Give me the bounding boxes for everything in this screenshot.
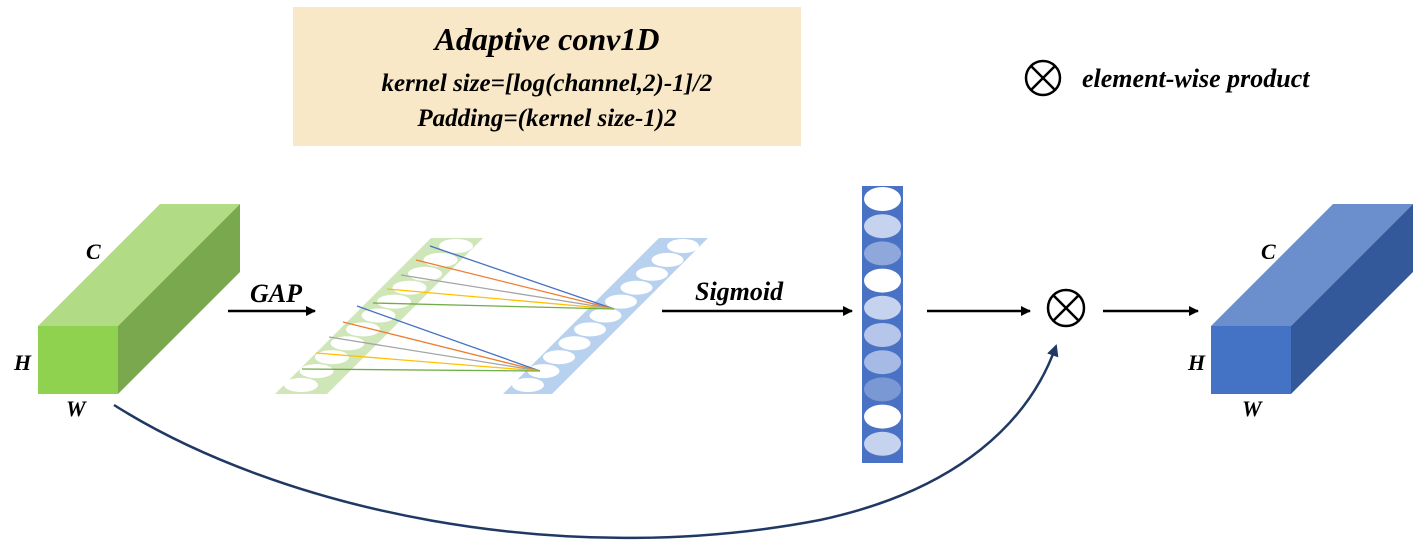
conv-output-node	[636, 266, 668, 281]
conv-output-node	[527, 364, 560, 379]
attention-cell	[864, 377, 901, 402]
kernel-connection-line	[415, 259, 615, 310]
output-w-label: W	[1242, 396, 1263, 421]
input-h-label: H	[13, 350, 32, 375]
attention-cell	[864, 350, 901, 375]
kernel-connection-line	[372, 302, 615, 310]
attention-cell	[864, 431, 901, 456]
output-tensor-top	[1211, 204, 1413, 326]
gap-label: GAP	[250, 279, 303, 308]
conv-input-node	[439, 239, 473, 253]
adaptive-conv1d-banner: Adaptive conv1D kernel size=[log(channel…	[293, 7, 801, 146]
attention-cell	[864, 323, 901, 347]
product-operator	[1046, 288, 1086, 328]
conv-input-node	[315, 350, 349, 365]
conv-output-node	[651, 252, 684, 267]
conv-input-node	[423, 252, 458, 267]
kernel-connection-line	[342, 321, 541, 372]
conv-input-node	[284, 378, 318, 392]
attention-cell	[864, 214, 901, 239]
input-c-label: C	[86, 239, 101, 264]
kernel-connection-line	[429, 245, 615, 310]
conv-input-node	[330, 336, 365, 351]
kernel-connection-line	[386, 288, 615, 310]
conv-output-node	[574, 322, 606, 337]
output-h-label: H	[1187, 350, 1206, 375]
legend: element-wise product	[1024, 59, 1310, 97]
attention-cell	[864, 241, 901, 266]
conv-input-node	[346, 322, 380, 337]
output-tensor-side	[1291, 204, 1413, 394]
input-w-label: W	[66, 396, 87, 421]
input-tensor: C H W	[13, 204, 240, 421]
output-tensor-front	[1211, 326, 1291, 394]
kernel-connection-line	[356, 305, 541, 372]
conv-input-node	[299, 364, 334, 379]
banner-title: Adaptive conv1D	[434, 21, 660, 57]
attention-cell	[864, 295, 901, 320]
input-tensor-top	[38, 204, 240, 326]
conv-output-node	[558, 336, 591, 351]
conv-output-node	[605, 294, 637, 309]
conv-output-node	[620, 280, 653, 295]
sigmoid-label: Sigmoid	[695, 277, 784, 306]
output-c-label: C	[1261, 239, 1276, 264]
kernel-connection-line	[328, 336, 541, 372]
conv-output-node	[512, 378, 544, 392]
banner-kernel-size: kernel size=[log(channel,2)-1]/2	[381, 70, 713, 97]
conv1d-illustration	[275, 238, 708, 394]
output-tensor: C H W	[1187, 204, 1413, 421]
kernel-connection-line	[315, 352, 541, 372]
conv-output-node	[543, 350, 575, 365]
conv-input-node	[361, 308, 396, 323]
banner-padding: Padding=(kernel size-1)2	[417, 105, 677, 132]
conv-input-node	[377, 294, 411, 309]
input-tensor-side	[118, 204, 240, 394]
attention-cell	[864, 268, 901, 293]
attention-vector	[862, 186, 903, 463]
conv-output-node	[667, 239, 699, 253]
input-tensor-front	[38, 326, 118, 394]
kernel-connection-line	[301, 368, 541, 372]
conv-output-node	[589, 308, 622, 323]
kernel-connection-line	[400, 274, 615, 310]
attention-cell	[864, 187, 901, 211]
attention-cell	[864, 404, 901, 429]
skip-connection-arrow	[113, 344, 1059, 540]
legend-label: element-wise product	[1082, 64, 1310, 93]
